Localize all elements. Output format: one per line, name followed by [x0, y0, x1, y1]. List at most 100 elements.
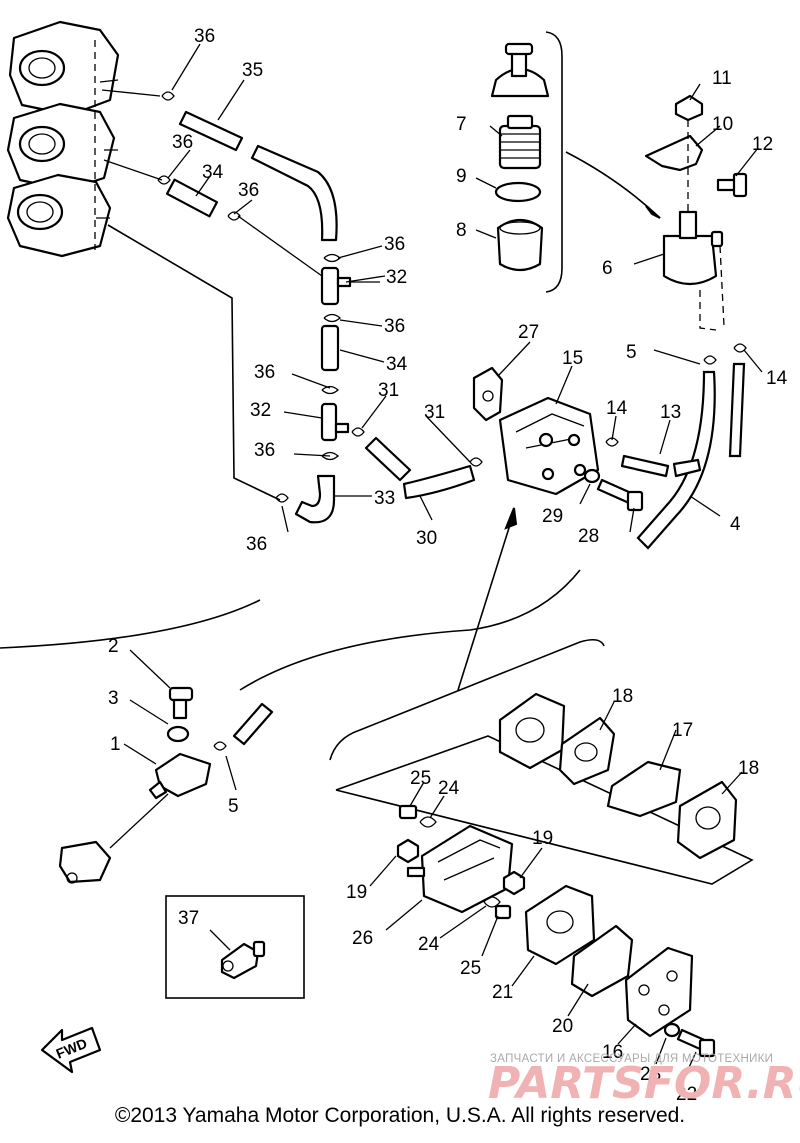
fuel-joint-1: [148, 752, 212, 800]
hose-34-lower: [320, 324, 340, 372]
washer-29: [583, 468, 601, 484]
callout-labels: 36 35 36 34 36 36 32 36 34 36 31 32 36 3…: [108, 26, 788, 1105]
callout-8: 8: [456, 220, 467, 241]
callout-24: 24: [438, 778, 460, 799]
pump-cover-16: [624, 946, 694, 1038]
part-37-box: [165, 895, 305, 999]
filter-group-bracket: [545, 31, 563, 293]
pump-pointer: [457, 511, 515, 691]
callout-31: 31: [424, 402, 445, 423]
hose-4: [636, 370, 716, 550]
fuel-pump-15: [498, 396, 600, 496]
callout-10: 10: [712, 114, 733, 135]
copyright-notice: ©2013 Yamaha Motor Corporation, U.S.A. A…: [114, 1104, 686, 1127]
fwd-arrow-icon: FWD: [40, 1026, 102, 1074]
clip-24-upper: [419, 816, 437, 828]
callout-9: 9: [456, 166, 467, 187]
connector-plug: [58, 840, 112, 884]
o-ring-9: [494, 181, 542, 203]
tee-32-lower: [320, 402, 350, 442]
callout-36: 36: [254, 440, 275, 461]
callout-37: 37: [178, 908, 199, 929]
callout-27: 27: [518, 322, 539, 343]
callout-36: 36: [384, 234, 405, 255]
nut-19-right: [502, 870, 526, 896]
callout-22: 22: [676, 1084, 697, 1105]
bracket-10: [644, 134, 704, 172]
callout-3: 3: [108, 688, 119, 709]
callout-32: 32: [250, 400, 271, 421]
diaphragm-20: [570, 924, 634, 998]
carburetor-assembly: [6, 20, 120, 258]
callout-20: 20: [552, 1016, 573, 1037]
callout-33: 33: [374, 488, 395, 509]
callout-6: 6: [602, 258, 613, 279]
filter-cup-8: [496, 218, 544, 272]
bolt-22: [676, 1028, 716, 1058]
watermark-tagline: ЗАПЧАСТИ И АКСЕССУАРЫ ДЛЯ МОТОТЕХНИКИ: [490, 1053, 773, 1065]
callout-11: 11: [712, 68, 732, 89]
nut-19-left: [396, 838, 420, 864]
fuel-line-to-pump: [0, 569, 581, 691]
fitting-37: [220, 940, 266, 980]
callout-17: 17: [672, 720, 693, 741]
callout-24: 24: [418, 934, 440, 955]
callout-36: 36: [384, 316, 405, 337]
fuel-filter-6: [662, 210, 724, 286]
callout-34: 34: [202, 162, 224, 183]
gasket-18-upper: [498, 692, 566, 770]
filter-cap: [490, 42, 550, 98]
gasket-21: [524, 884, 596, 966]
callout-16: 16: [602, 1042, 623, 1063]
hose-13-right: [728, 362, 746, 458]
callout-4: 4: [730, 514, 741, 535]
diaphragm-17: [606, 760, 682, 818]
callout-36: 36: [194, 26, 215, 47]
callout-34: 34: [386, 354, 408, 375]
clip-24-lower: [483, 896, 501, 908]
callout-25: 25: [460, 958, 481, 979]
bolt-2: [168, 686, 194, 720]
screw-25-lower: [494, 904, 512, 920]
callout-21: 21: [492, 982, 513, 1003]
nut-11: [674, 94, 704, 122]
routing-line: [107, 224, 281, 501]
callout-13: 13: [660, 402, 681, 423]
callout-35: 35: [242, 60, 263, 81]
hose-35: [178, 110, 338, 242]
callout-12: 12: [752, 134, 773, 155]
callout-1: 1: [110, 734, 121, 755]
hose-30: [364, 436, 476, 500]
washer-23: [663, 1022, 681, 1038]
callout-30: 30: [416, 528, 437, 549]
filter-element-7: [498, 114, 542, 170]
callout-14: 14: [766, 368, 788, 389]
filter-arrow: [565, 151, 661, 219]
gasket-18-right: [676, 780, 738, 860]
callout-31: 31: [378, 380, 399, 401]
filter-center-line: [687, 120, 725, 331]
hose-13: [620, 454, 670, 478]
gasket-18-mid: [558, 716, 616, 786]
callout-26: 26: [352, 928, 373, 949]
callout-36: 36: [246, 534, 267, 555]
detail-box-outline: [335, 735, 754, 885]
callout-28: 28: [578, 526, 599, 547]
callout-5: 5: [626, 342, 637, 363]
screw-25-upper: [398, 804, 418, 820]
tee-32-upper: [320, 266, 352, 306]
callout-7: 7: [456, 114, 467, 135]
callout-18: 18: [612, 686, 633, 707]
leader-lines: [123, 43, 763, 1075]
routing-line: [101, 89, 380, 283]
callout-25: 25: [410, 768, 431, 789]
callout-29: 29: [542, 506, 563, 527]
callout-19: 19: [532, 828, 553, 849]
callout-15: 15: [562, 348, 583, 369]
callout-23: 23: [640, 1064, 661, 1085]
callout-18: 18: [738, 758, 759, 779]
bolt-28: [596, 478, 644, 512]
hose-34-upper: [165, 178, 219, 218]
watermark-logo: PARTSFOR.RU: [488, 1058, 800, 1109]
